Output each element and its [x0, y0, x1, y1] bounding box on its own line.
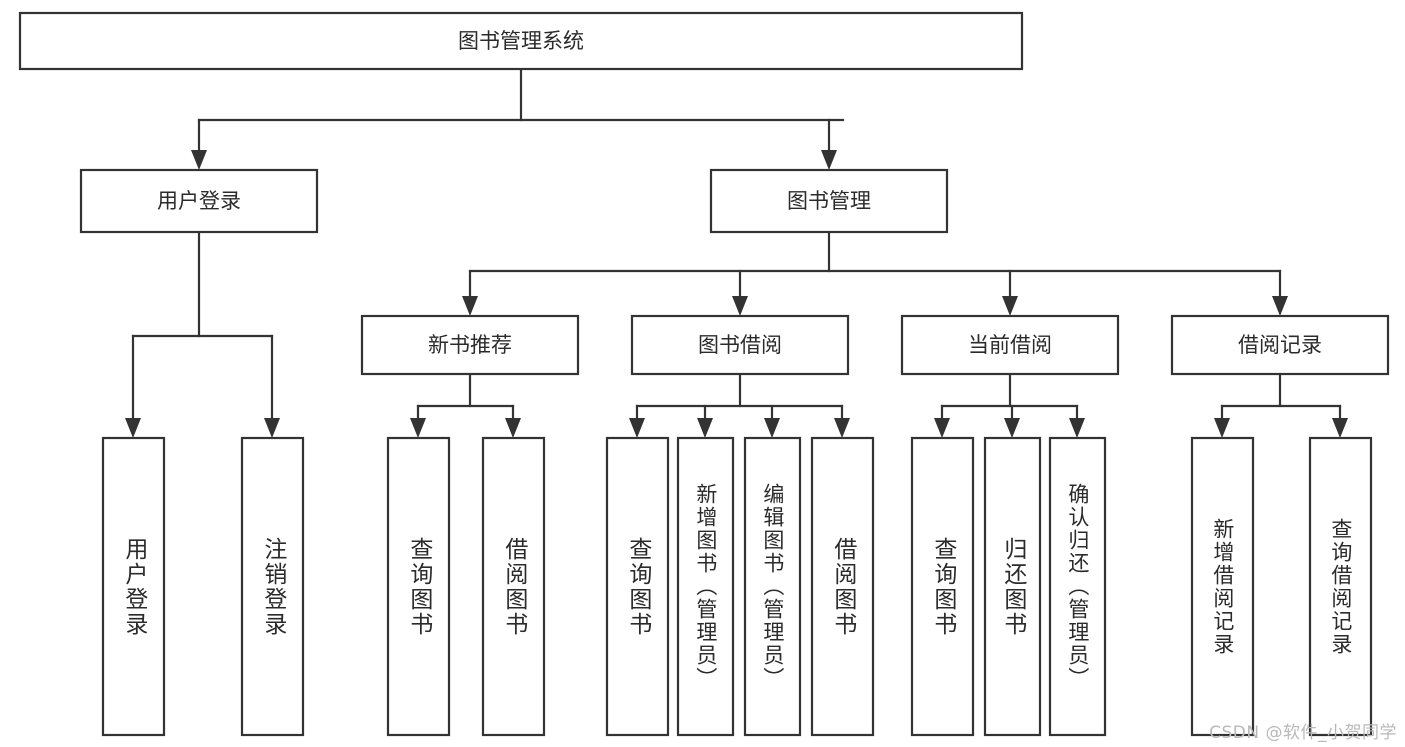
leaf-node-box[interactable]	[605, 436, 670, 737]
leaf-node-box[interactable]	[676, 436, 735, 737]
arrow-borrow-record-leaf1	[1214, 418, 1230, 438]
arrow-user-login-leaf1	[125, 418, 141, 438]
leaf-node-box[interactable]	[101, 436, 166, 737]
node-user-login-label: 用户登录	[157, 189, 241, 213]
arrow-new-book-leaf1	[410, 418, 426, 438]
leaf-node-box[interactable]	[1308, 436, 1373, 737]
node-borrow-record-box[interactable]	[1170, 314, 1390, 376]
node-new-book-label: 新书推荐	[428, 333, 512, 357]
node-root-box[interactable]	[18, 11, 1024, 71]
node-book-mgmt-box[interactable]	[709, 168, 949, 234]
arrow-to-current-borrow	[1002, 296, 1018, 316]
arrow-to-new-book	[462, 296, 478, 316]
arrow-current-borrow-leaf2	[1004, 418, 1020, 438]
leaf-node-box[interactable]	[810, 436, 875, 737]
leaf-node-box[interactable]	[743, 436, 802, 737]
leaf-node-box[interactable]	[481, 436, 546, 737]
node-root-label: 图书管理系统	[458, 29, 584, 53]
connector-layer	[125, 67, 1348, 438]
leaf-node-box[interactable]	[910, 436, 975, 737]
node-current-borrow-label: 当前借阅	[968, 333, 1052, 357]
arrow-to-borrow-book	[732, 296, 748, 316]
arrow-borrow-book-leaf3	[764, 418, 780, 438]
node-borrow-record-label: 借阅记录	[1238, 333, 1322, 357]
leaf-node-box[interactable]	[983, 436, 1042, 737]
arrow-borrow-book-leaf4	[834, 418, 850, 438]
leaf-node-box[interactable]	[1190, 436, 1255, 737]
node-borrow-book-box[interactable]	[630, 314, 850, 376]
arrow-user-login-leaf2	[264, 418, 280, 438]
node-current-borrow-box[interactable]	[900, 314, 1120, 376]
leaf-node-box[interactable]	[1048, 436, 1107, 737]
node-new-book-box[interactable]	[360, 314, 580, 376]
leaf-box-layer	[101, 436, 1373, 737]
node-borrow-book-label: 图书借阅	[698, 333, 782, 357]
arrow-current-borrow-leaf1	[934, 418, 950, 438]
arrow-to-book-mgmt	[821, 150, 837, 170]
arrow-current-borrow-leaf3	[1069, 418, 1085, 438]
arrow-to-user-login	[191, 150, 207, 170]
arrow-new-book-leaf2	[505, 418, 521, 438]
node-layer: 图书管理系统 用户登录 图书管理 新书推荐 图书借阅 当前借阅 借阅记录	[18, 11, 1390, 376]
arrow-borrow-book-leaf1	[629, 418, 645, 438]
leaf-node-box[interactable]	[386, 436, 451, 737]
arrow-borrow-record-leaf2	[1332, 418, 1348, 438]
node-book-mgmt-label: 图书管理	[787, 189, 871, 213]
leaf-node-box[interactable]	[240, 436, 305, 737]
arrow-to-borrow-record	[1272, 296, 1288, 316]
arrow-borrow-book-leaf2	[697, 418, 713, 438]
watermark: CSDN @软件_小贺同学	[1209, 723, 1397, 743]
node-user-login-box[interactable]	[79, 168, 319, 234]
